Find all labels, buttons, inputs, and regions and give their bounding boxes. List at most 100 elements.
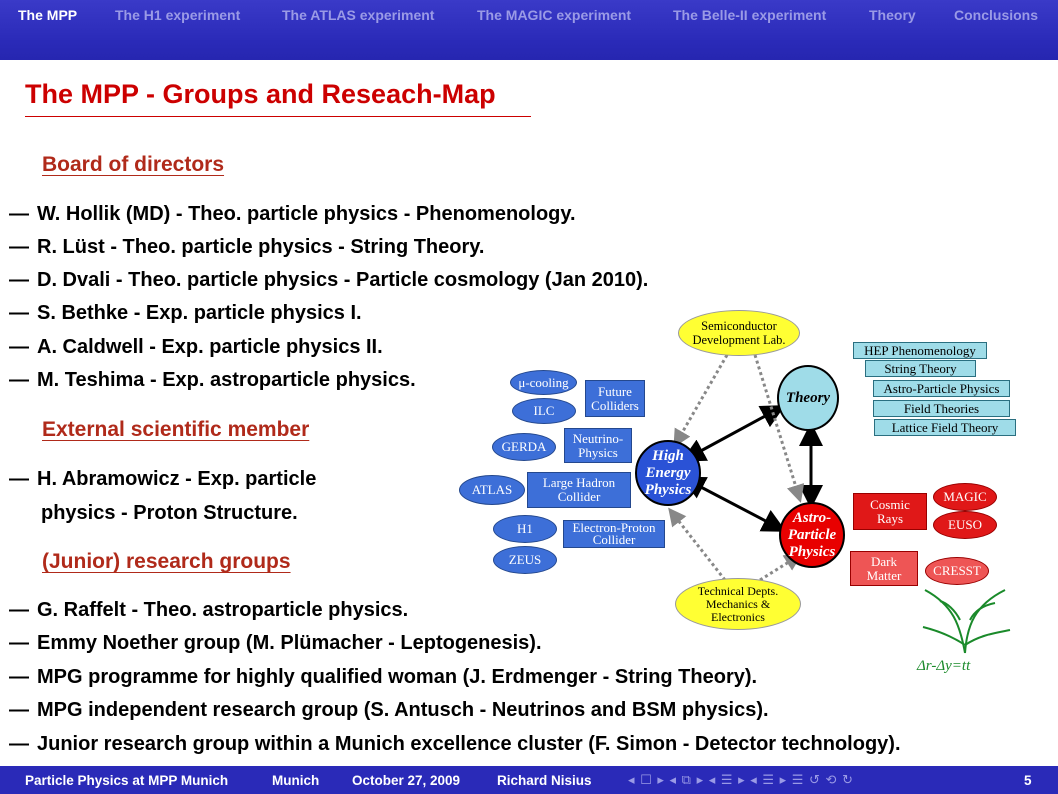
footer-talk-title: Particle Physics at MPP Munich xyxy=(25,773,229,788)
board-member-text: M. Teshima - Exp. astroparticle physics. xyxy=(37,369,416,391)
board-member-line: — M. Teshima - Exp. astroparticle physics… xyxy=(9,369,416,392)
node-label: High xyxy=(652,447,684,464)
section-junior-groups: (Junior) research groups xyxy=(42,550,291,573)
junior-group-text: Junior research group within a Munich ex… xyxy=(37,733,901,755)
board-member-line: — S. Bethke - Exp. particle physics I. xyxy=(9,302,362,325)
board-member-line: — W. Hollik (MD) - Theo. particle physics… xyxy=(9,203,576,226)
arrow-hep-theory xyxy=(681,405,786,462)
dash: — xyxy=(9,269,29,291)
node-label: Physics xyxy=(644,481,692,498)
dotted-arrow-technical-astro xyxy=(759,553,803,582)
dash: — xyxy=(9,203,29,225)
mpi-logo-text: Δr-Δy=tt xyxy=(916,658,971,674)
junior-group-text: G. Raffelt - Theo. astroparticle physics… xyxy=(37,599,409,621)
node-label: Future xyxy=(598,383,632,399)
node-zeus: ZEUS xyxy=(493,546,557,574)
node-gerda: GERDA xyxy=(492,433,556,461)
node-label: Dark xyxy=(871,553,897,569)
board-member-line: — A. Caldwell - Exp. particle physics II. xyxy=(9,336,383,359)
junior-group-text: Emmy Noether group (M. Plümacher - Lepto… xyxy=(37,632,542,654)
top-navigation-bar: The MPP The H1 experiment The ATLAS expe… xyxy=(0,0,1058,60)
dash: — xyxy=(9,468,29,490)
node-label: Semiconductor xyxy=(701,319,777,333)
title-underline xyxy=(25,116,531,117)
nav-tab-h1-experiment[interactable]: The H1 experiment xyxy=(115,7,241,23)
node-dark-matter: Dark Matter xyxy=(850,551,918,586)
dotted-arrow-technical-hep xyxy=(668,507,727,581)
node-label: Technical Depts. xyxy=(697,583,779,598)
theory-item-field-theories: Field Theories xyxy=(873,400,1010,417)
junior-group-line: —Emmy Noether group (M. Plümacher - Lept… xyxy=(9,632,542,655)
node-label: Collider xyxy=(557,489,601,504)
external-member-line: — H. Abramowicz - Exp. particle xyxy=(9,468,316,491)
theory-item-lattice-field-theory: Lattice Field Theory xyxy=(874,419,1016,436)
external-member-text: H. Abramowicz - Exp. particle xyxy=(37,468,317,490)
junior-group-line: — Junior research group within a Munich e… xyxy=(9,733,901,756)
footer-author: Richard Nisius xyxy=(497,773,592,788)
nav-tab-conclusions[interactable]: Conclusions xyxy=(954,7,1039,23)
theory-item-string-theory: String Theory xyxy=(865,360,976,377)
beamer-navigation-icons[interactable]: ◂ ☐ ▸ ◂ ⧉ ▸ ◂ ☰ ▸ ◂ ☰ ▸ ☰ ↺ ⟲ ↻ xyxy=(628,772,854,787)
node-label: Development Lab. xyxy=(692,333,786,347)
node-atlas: ATLAS xyxy=(459,475,525,505)
footer-date: October 27, 2009 xyxy=(352,773,461,788)
nav-tab-the-mpp[interactable]: The MPP xyxy=(18,7,78,23)
nav-tab-atlas-experiment[interactable]: The ATLAS experiment xyxy=(282,7,435,23)
node-label: Colliders xyxy=(591,397,639,413)
node-theory: Theory xyxy=(777,365,839,431)
node-mu-cooling: μ-cooling xyxy=(510,370,577,395)
board-member-text: W. Hollik (MD) - Theo. particle physics … xyxy=(37,203,576,225)
node-electron-proton-collider: Electron-Proton Collider xyxy=(563,520,665,548)
node-label: Collider xyxy=(592,532,636,547)
node-semiconductor-lab: Semiconductor Development Lab. xyxy=(678,310,800,356)
external-member-continuation: physics - Proton Structure. xyxy=(41,502,298,524)
dash: — xyxy=(9,369,29,391)
node-label: Mechanics & xyxy=(705,596,771,611)
junior-group-text: MPG independent research group (S. Antus… xyxy=(37,699,769,721)
section-board-of-directors: Board of directors xyxy=(42,153,225,176)
node-magic: MAGIC xyxy=(933,483,997,511)
slide-title: The MPP - Groups and Reseach-Map xyxy=(25,79,496,109)
dash: — xyxy=(9,236,29,258)
node-neutrino-physics: Neutrino- Physics xyxy=(564,428,632,463)
node-label: Physics xyxy=(788,543,836,560)
node-label: Electron-Proton xyxy=(572,520,656,535)
section-external-member: External scientific member xyxy=(42,418,310,441)
diagram-connectors: Δr-Δy=tt xyxy=(668,354,1011,674)
node-cosmic-rays: Cosmic Rays xyxy=(853,493,927,530)
board-member-text: R. Lüst - Theo. particle physics - Strin… xyxy=(37,236,485,258)
dotted-arrow-semiconductor-hep xyxy=(673,354,729,448)
node-h1: H1 xyxy=(493,515,557,543)
node-label: Matter xyxy=(866,567,902,583)
footer-page-number: 5 xyxy=(1024,773,1032,788)
board-member-text: A. Caldwell - Exp. particle physics II. xyxy=(37,336,383,358)
board-member-line: — R. Lüst - Theo. particle physics - Stri… xyxy=(9,236,484,259)
junior-group-line: —G. Raffelt - Theo. astroparticle physic… xyxy=(9,599,408,622)
nav-tab-belle-ii-experiment[interactable]: The Belle-II experiment xyxy=(673,7,827,23)
footer-bar: Particle Physics at MPP Munich Munich Oc… xyxy=(0,766,1058,794)
theory-item-hep-phenomenology: HEP Phenomenology xyxy=(853,342,987,359)
node-large-hadron-collider: Large Hadron Collider xyxy=(527,472,631,508)
board-member-text: S. Bethke - Exp. particle physics I. xyxy=(37,302,362,324)
node-astro-particle-physics: Astro- Particle Physics xyxy=(779,502,845,568)
dash: — xyxy=(9,666,29,688)
node-label: Particle xyxy=(787,526,837,543)
nav-tab-magic-experiment[interactable]: The MAGIC experiment xyxy=(477,7,632,23)
node-label: Large Hadron xyxy=(542,475,616,490)
theory-item-astro-particle-physics: Astro-Particle Physics xyxy=(873,380,1010,397)
node-euso: EUSO xyxy=(933,511,997,539)
nav-tab-theory[interactable]: Theory xyxy=(869,7,916,23)
dash: — xyxy=(9,302,29,324)
board-member-line: —D. Dvali - Theo. particle physics - Par… xyxy=(9,269,648,292)
node-ilc: ILC xyxy=(512,398,576,424)
dash: — xyxy=(9,336,29,358)
arrow-hep-astro xyxy=(681,476,787,532)
node-cresst: CRESST xyxy=(925,557,989,585)
node-technical-depts: Technical Depts. Mechanics & Electronics xyxy=(675,578,801,630)
mpi-logo-icon xyxy=(922,589,1011,654)
junior-group-line: —MPG programme for highly qualified woma… xyxy=(9,666,757,689)
node-label: Cosmic xyxy=(870,496,910,512)
node-label: Rays xyxy=(877,510,903,526)
dash: — xyxy=(9,733,29,755)
footer-place: Munich xyxy=(272,773,320,788)
